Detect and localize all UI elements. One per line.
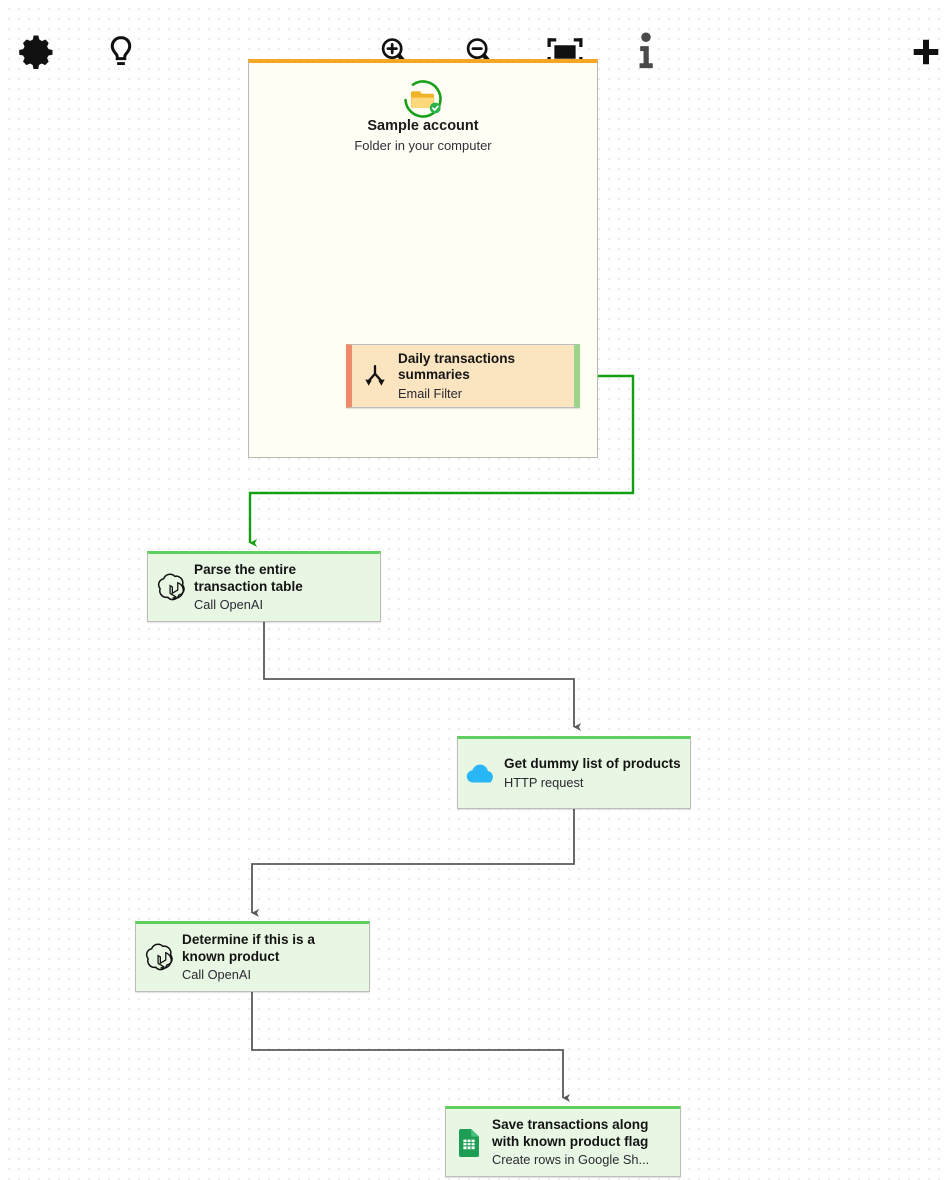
group-subtitle: Folder in your computer [354,138,492,153]
node-title: Determine if this is a known product [182,932,315,964]
node-subtitle: Email Filter [398,385,462,401]
node-subtitle: Create rows in Google Sh... [492,1152,650,1167]
node-subtitle: Call OpenAI [194,597,263,612]
node-determine-if-this-is-a-known-product[interactable]: Determine if this is a known product Cal… [135,921,370,992]
openai-icon [148,573,194,602]
add-icon[interactable] [906,32,945,72]
folder-check-icon [400,78,446,120]
connector-http-to-determine [251,809,575,917]
node-title: Save transactions along with known produ… [492,1117,649,1149]
openai-icon [136,943,182,972]
node-subtitle: Call OpenAI [182,967,251,982]
node-daily-transactions-summaries[interactable]: Daily transactions summaries Email Filte… [346,344,580,408]
info-icon[interactable] [628,30,664,74]
node-title: Daily transactions summaries [398,350,516,383]
filter-merge-icon [352,363,398,389]
connector-determine-to-sheets [251,992,571,1102]
group-title: Sample account [367,118,479,134]
google-sheets-icon [446,1128,492,1158]
settings-icon[interactable] [16,32,56,72]
node-get-dummy-list-of-products[interactable]: Get dummy list of products HTTP request [457,736,691,809]
lightbulb-icon[interactable] [101,32,141,72]
cloud-icon [458,763,504,785]
node-save-transactions-along-with-known-product-flag[interactable]: Save transactions along with known produ… [445,1106,681,1177]
node-subtitle: HTTP request [504,774,584,790]
node-title: Parse the entire transaction table [194,562,303,594]
node-parse-the-entire-transaction-table[interactable]: Parse the entire transaction table Call … [147,551,381,622]
connector-parse-to-http [263,622,582,731]
node-title: Get dummy list of products [504,756,681,772]
